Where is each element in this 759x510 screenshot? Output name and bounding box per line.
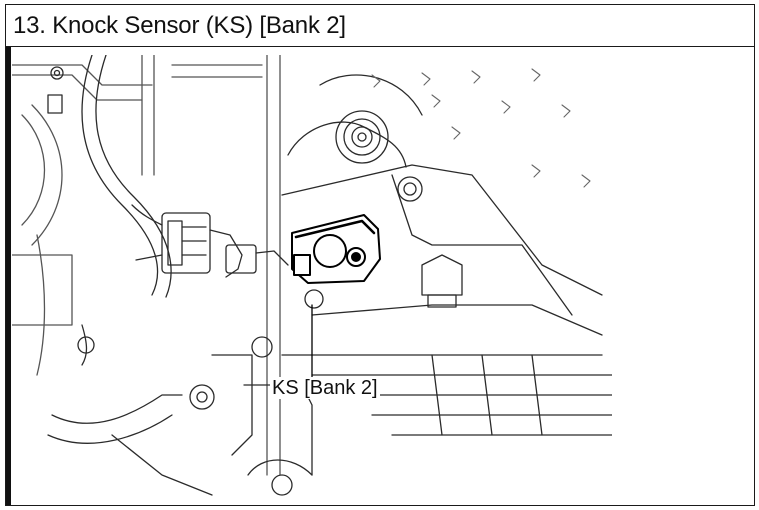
- left-border-rule: [6, 47, 11, 505]
- lower-bracket: [47, 324, 313, 496]
- mounting-bolt: [397, 176, 463, 308]
- knock-sensor: [291, 214, 381, 284]
- engine-frame-lines: [12, 55, 281, 476]
- ks-callout-label: KS [Bank 2]: [270, 377, 380, 399]
- engine-illustration: [12, 55, 612, 496]
- figure-frame: 13. Knock Sensor (KS) [Bank 2]: [5, 4, 755, 506]
- casting-marks: [371, 68, 591, 188]
- figure-title: 13. Knock Sensor (KS) [Bank 2]: [13, 12, 346, 39]
- wire-connector: [131, 204, 289, 278]
- coolant-pipe: [47, 55, 172, 298]
- title-bar: 13. Knock Sensor (KS) [Bank 2]: [6, 5, 754, 47]
- mounting-bolt-large: [335, 110, 389, 164]
- locating-dowel: [304, 289, 324, 309]
